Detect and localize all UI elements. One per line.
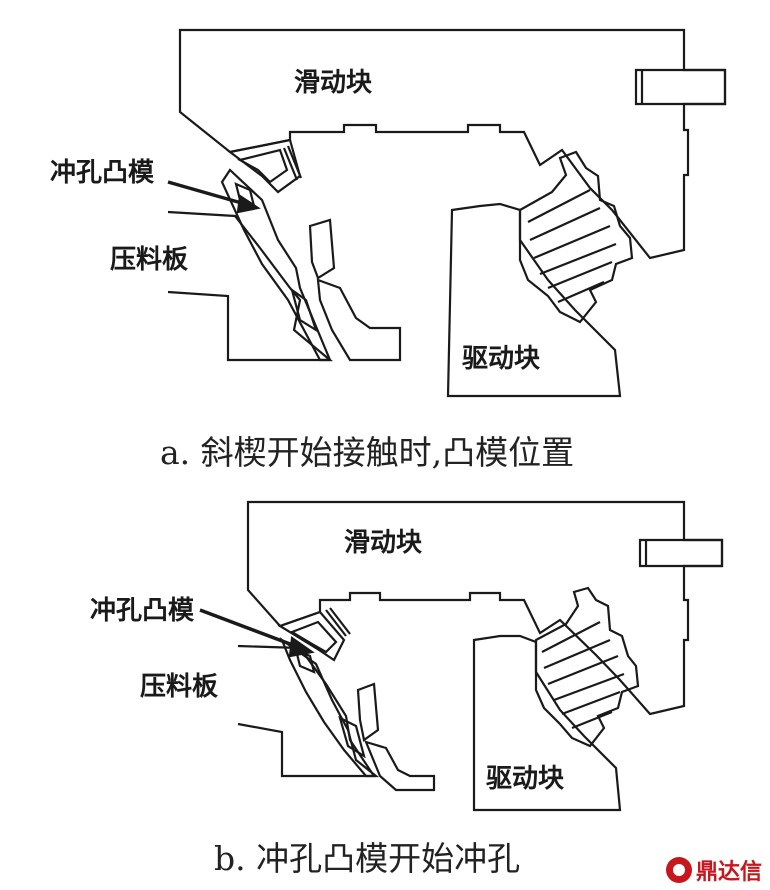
pressure-plate-b	[237, 644, 377, 778]
circle-logo-icon	[665, 857, 692, 883]
label-pressure-plate-a: 压料板	[110, 245, 189, 275]
caption-b: b. 冲孔凸模开始冲孔	[214, 839, 521, 878]
die-b	[356, 682, 380, 742]
teeth-b	[534, 586, 640, 748]
label-slide-block-a: 滑动块	[294, 68, 373, 98]
rod-a	[634, 68, 727, 106]
watermark: 鼎达信	[665, 854, 762, 886]
caption-a: a. 斜楔开始接触时,凸模位置	[160, 433, 575, 472]
rod-b	[638, 538, 724, 568]
teeth-a	[518, 150, 634, 324]
punch-holder-a	[227, 138, 302, 194]
die-a	[308, 218, 336, 280]
drive-block-b	[472, 634, 622, 812]
drive-block-a	[446, 202, 622, 398]
label-drive-block-a: 驱动块	[462, 344, 541, 374]
slide-block-b	[246, 500, 724, 716]
label-drive-block-b: 驱动块	[486, 764, 565, 794]
label-punch-a: 冲孔凸模	[50, 158, 155, 188]
punch-holder-b	[277, 610, 346, 662]
label-pressure-plate-b: 压料板	[140, 672, 219, 702]
label-slide-block-b: 滑动块	[344, 528, 423, 558]
watermark-text: 鼎达信	[695, 860, 762, 885]
label-punch-b: 冲孔凸模	[90, 596, 195, 626]
pressure-plate-a	[167, 210, 334, 362]
